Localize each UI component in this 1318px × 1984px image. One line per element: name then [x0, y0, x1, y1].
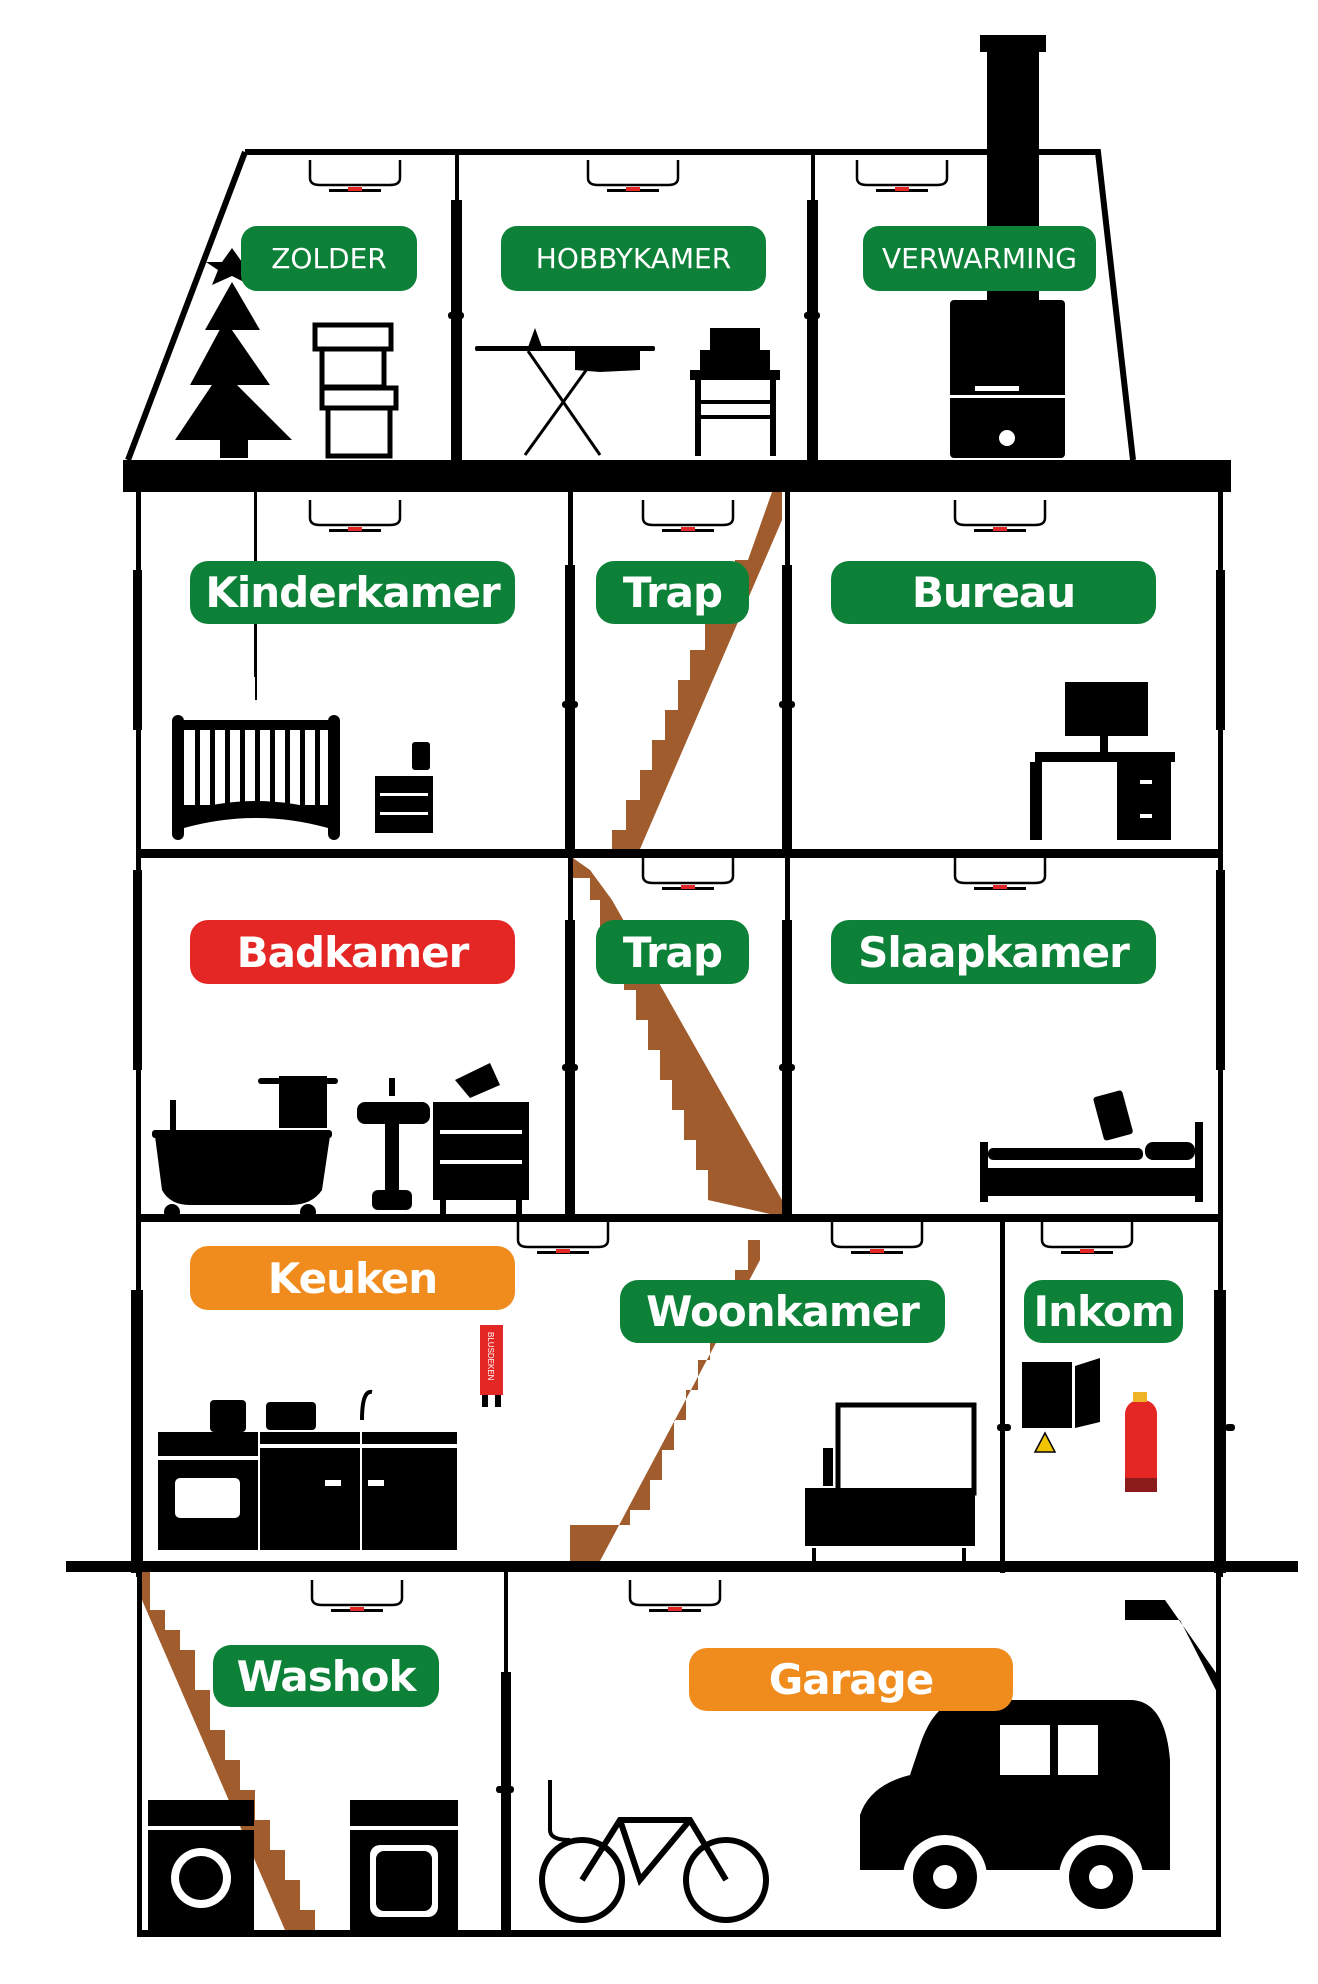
room-label-woonkamer[interactable]: Woonkamer: [620, 1280, 945, 1343]
room-label-text: Trap: [622, 927, 723, 977]
fire-blanket-label: BLUSDEKEN: [486, 1332, 495, 1381]
fire-extinguisher-icon: [1125, 1392, 1157, 1492]
room-label-zolder[interactable]: ZOLDER: [241, 226, 417, 291]
dryer-icon: [350, 1800, 458, 1930]
smoke-detector-icon: [953, 858, 1047, 890]
storage-boxes-icon: [312, 322, 399, 459]
crib-icon: [172, 677, 340, 840]
smoke-detector-icon: [310, 1580, 404, 1612]
room-label-hobbykamer[interactable]: HOBBYKAMER: [501, 226, 766, 291]
room-label-text: Garage: [768, 1655, 934, 1704]
second-floor-line: [138, 849, 1223, 858]
smoke-detector-icon: [953, 500, 1047, 532]
first-floor-walls: [562, 858, 795, 1220]
e-bike-icon: [539, 1780, 769, 1923]
room-label-text: Badkamer: [236, 927, 470, 977]
room-label-bureau[interactable]: Bureau: [831, 561, 1156, 624]
smoke-detector-icon: [628, 1580, 722, 1612]
smoke-detector-icon: [1040, 1222, 1134, 1254]
ground-floor-slab: [66, 1561, 1298, 1572]
room-label-text: Washok: [236, 1651, 417, 1701]
room-label-text: Inkom: [1033, 1287, 1175, 1336]
room-label-keuken[interactable]: Keuken: [190, 1246, 515, 1310]
washing-machine-icon: [148, 1800, 254, 1930]
smoke-detector-icon: [830, 1222, 924, 1254]
smoke-detector-icon: [641, 858, 735, 890]
room-label-badkamer[interactable]: Badkamer: [190, 920, 515, 984]
exhaust-pipe: [1125, 1600, 1221, 1700]
room-label-text: Trap: [622, 568, 723, 617]
bed-tablet-icon: [980, 1090, 1203, 1202]
room-label-text: HOBBYKAMER: [535, 242, 732, 275]
car-icon: [860, 1700, 1170, 1919]
sewing-machine-icon: [690, 328, 780, 456]
room-label-trap-lower[interactable]: Trap: [596, 920, 749, 984]
boiler-icon: [950, 300, 1065, 458]
kitchen-icon: [158, 1389, 457, 1550]
roof: [125, 149, 1136, 462]
attic-walls: [448, 152, 820, 462]
smoke-detector-icon: [641, 500, 735, 532]
hairdryer-icon: [433, 1063, 529, 1216]
christmas-tree-icon: [175, 248, 292, 458]
first-floor-line: [138, 1214, 1223, 1222]
ground-floor-walls: [997, 1222, 1235, 1573]
room-label-slaapkamer[interactable]: Slaapkamer: [831, 920, 1156, 984]
room-label-verwarming[interactable]: VERWARMING: [863, 226, 1096, 291]
room-label-text: Kinderkamer: [205, 568, 500, 617]
furniture: [148, 248, 1221, 1930]
room-label-washok[interactable]: Washok: [213, 1645, 439, 1707]
smoke-detector-icon: [308, 160, 402, 192]
tv-cabinet-icon: [805, 1402, 977, 1570]
sink-icon: [357, 1078, 430, 1210]
basement-walls: [137, 1572, 1221, 1937]
room-label-trap-upper[interactable]: Trap: [596, 561, 749, 624]
smoke-detector-icon: [308, 500, 402, 532]
baby-monitor-icon: [375, 742, 433, 833]
outer-walls: [131, 492, 1226, 1577]
staircase: [142, 492, 782, 1930]
attic-floor: [123, 460, 1231, 492]
towel-icon: [258, 1076, 338, 1128]
room-label-text: Woonkamer: [646, 1287, 920, 1336]
smoke-detector-icon: [855, 160, 949, 192]
room-label-text: ZOLDER: [271, 242, 387, 275]
smoke-detector-icon: [516, 1222, 610, 1254]
fuse-box-icon: [1022, 1358, 1100, 1428]
room-label-text: Keuken: [267, 1253, 438, 1303]
room-label-text: Slaapkamer: [858, 927, 1130, 977]
desk-computer-icon: [1030, 682, 1175, 840]
room-label-garage[interactable]: Garage: [689, 1648, 1013, 1711]
smoke-detectors: [308, 160, 1134, 1612]
fire-blanket-icon: BLUSDEKEN: [480, 1325, 503, 1407]
room-label-kinderkamer[interactable]: Kinderkamer: [190, 561, 515, 624]
smoke-detector-icon: [586, 160, 680, 192]
high-voltage-warning-icon: [1033, 1431, 1057, 1453]
room-label-text: VERWARMING: [882, 242, 1077, 275]
room-label-text: Bureau: [911, 568, 1076, 617]
ironing-board-icon: [475, 328, 655, 456]
bathtub-icon: [152, 1100, 332, 1220]
room-label-inkom[interactable]: Inkom: [1024, 1280, 1183, 1343]
